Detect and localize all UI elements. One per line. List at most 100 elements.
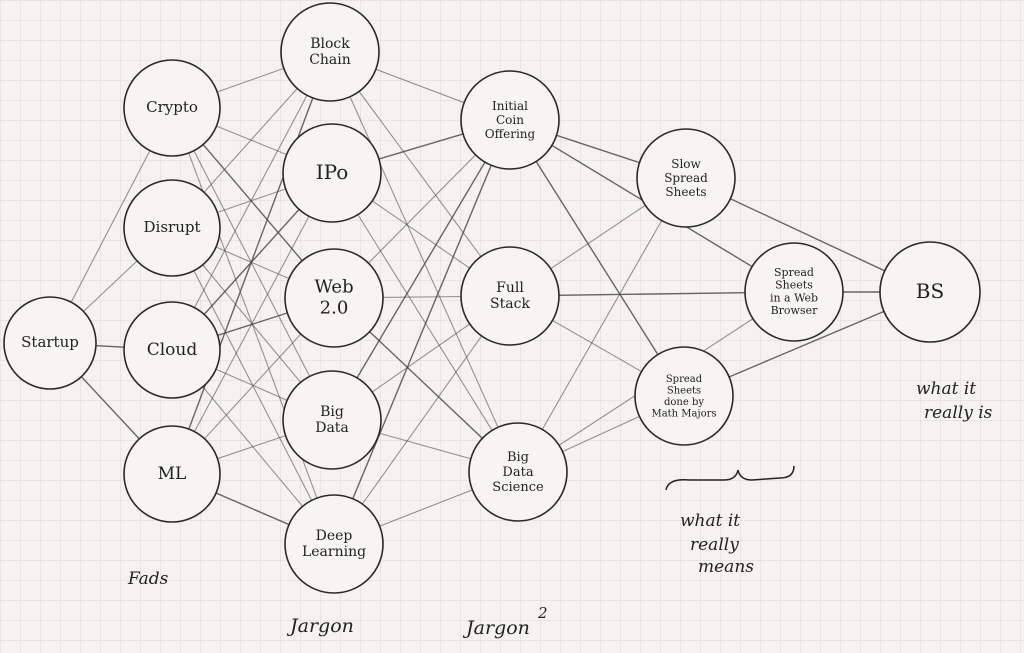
edge-ml-to-ipo	[171, 172, 333, 475]
node-label-line: Coin	[496, 113, 524, 127]
node-disrupt: Disrupt	[123, 179, 221, 277]
node-label-line: Chain	[309, 52, 351, 68]
node-circle-web20	[284, 248, 384, 348]
node-label-line: in a Web	[770, 291, 818, 304]
node-circle-ico	[460, 70, 560, 170]
node-label-line: Offering	[485, 126, 536, 140]
edge-deeplearning-to-ico	[333, 119, 511, 545]
node-label-line: ML	[158, 464, 187, 484]
node-label-line: Web	[314, 277, 353, 298]
node-circle-spreadsheetsweb	[744, 242, 844, 342]
node-label-line: Data	[315, 420, 349, 436]
node-label-ml: ML	[158, 464, 187, 484]
node-label-line: Big	[320, 404, 344, 420]
node-circle-crypto	[123, 59, 221, 157]
node-cloud: Cloud	[123, 301, 221, 399]
node-label-bs: BS	[916, 279, 944, 303]
caption-jargon-squared: Jargon	[462, 617, 530, 639]
node-circle-blockchain	[280, 2, 380, 102]
caption-is-line-2: really is	[924, 403, 993, 423]
node-label-disrupt: Disrupt	[144, 218, 201, 236]
node-circle-bigdatascience	[468, 422, 568, 522]
node-label-line: Spread	[774, 266, 814, 279]
node-ipo: IPo	[282, 123, 382, 223]
caption-means-line-3: means	[698, 557, 754, 577]
edge-bigdatascience-to-slowspreadsheets	[517, 177, 687, 473]
node-label-line: Learning	[302, 544, 366, 560]
node-label-line: IPo	[316, 160, 349, 184]
edge-blockchain-to-fullstack	[329, 51, 511, 297]
node-circle-disrupt	[123, 179, 221, 277]
node-label-line: Full	[496, 280, 524, 296]
node-label-line: Science	[492, 479, 544, 494]
node-label-cloud: Cloud	[147, 340, 198, 360]
node-label-line: Block	[310, 36, 350, 52]
node-label-line: Stack	[490, 296, 530, 312]
edge-ico-to-spreadsheetsmath	[509, 119, 685, 397]
node-circle-startup	[3, 296, 97, 390]
node-label-line: Math Majors	[651, 408, 716, 419]
node-circle-ml	[123, 425, 221, 523]
node-circle-cloud	[123, 301, 221, 399]
caption-jargon-exponent: 2	[537, 604, 548, 622]
edge-blockchain-to-bigdatascience	[329, 51, 519, 473]
node-label-line: Big	[507, 450, 529, 465]
node-circle-slowspreadsheets	[636, 128, 736, 228]
caption-jargon: Jargon	[286, 615, 354, 637]
node-label-startup: Startup	[21, 333, 79, 351]
curly-brace-icon	[665, 465, 795, 491]
node-label-line: Sheets	[667, 385, 701, 396]
node-ml: ML	[123, 425, 221, 523]
node-label-line: Data	[502, 465, 533, 480]
node-label-line: BS	[916, 279, 944, 303]
node-circle-spreadsheetsmath	[634, 346, 734, 446]
caption-what-it-really-is: what it really is	[916, 379, 993, 423]
node-label-line: Slow	[671, 157, 701, 171]
edge-ml-to-blockchain	[171, 51, 331, 475]
node-startup: Startup	[3, 296, 97, 390]
node-label-line: Deep	[316, 528, 353, 544]
caption-fads: Fads	[127, 569, 169, 589]
node-label-line: Browser	[771, 304, 819, 317]
edge-ipo-to-bigdatascience	[331, 172, 519, 473]
node-crypto: Crypto	[123, 59, 221, 157]
edge-crypto-to-bigdata	[171, 107, 333, 421]
node-circle-bs	[879, 241, 981, 343]
node-label-crypto: Crypto	[146, 98, 198, 116]
node-label-line: Cloud	[147, 340, 198, 360]
node-label-line: Sheets	[775, 279, 813, 292]
edge-cloud-to-blockchain	[171, 51, 331, 351]
node-circle-fullstack	[460, 246, 560, 346]
edge-deeplearning-to-fullstack	[333, 295, 511, 545]
node-label-ipo: IPo	[316, 160, 349, 184]
node-bs: BS	[879, 241, 981, 343]
node-label-line: 2.0	[320, 297, 349, 318]
caption-means-line-1: what it	[680, 511, 740, 531]
node-label-line: Sheets	[665, 184, 706, 198]
node-label-line: Startup	[21, 333, 79, 351]
caption-what-it-really-means: what it really means	[680, 511, 754, 577]
node-label-line: Initial	[492, 99, 528, 113]
node-label-line: done by	[664, 396, 704, 407]
